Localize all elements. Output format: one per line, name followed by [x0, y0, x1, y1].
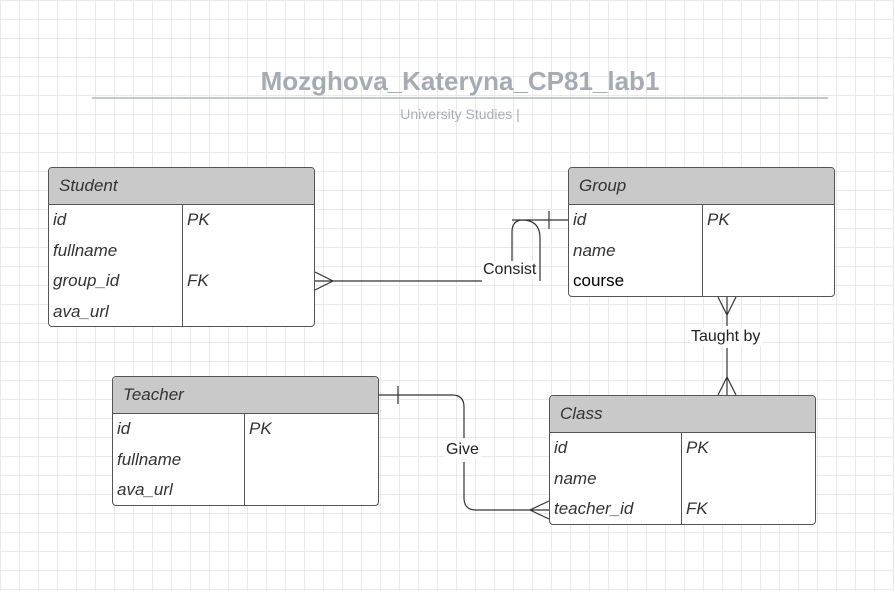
column-divider: [681, 433, 682, 524]
field-name: id: [117, 419, 131, 438]
consist-crowfoot-many: [314, 271, 335, 291]
field-key: FK: [187, 271, 209, 290]
field-row[interactable]: fullname: [113, 445, 378, 476]
field-name: group_id: [53, 271, 120, 290]
field-row[interactable]: id PK: [113, 414, 378, 445]
relationship-label-taught-by[interactable]: Taught by: [689, 328, 763, 346]
column-divider: [182, 205, 183, 326]
field-row[interactable]: id PK: [49, 205, 314, 236]
diagram-subtitle: University Studies |: [400, 106, 520, 122]
entity-group[interactable]: Group id PK name course: [568, 167, 835, 297]
relationship-label-consist[interactable]: Consist: [481, 261, 539, 279]
field-row[interactable]: id PK: [550, 433, 815, 464]
field-row[interactable]: group_id FK: [49, 266, 314, 297]
field-name: course: [573, 271, 625, 290]
field-key: FK: [686, 499, 708, 518]
field-name: fullname: [53, 240, 118, 260]
relationship-label-give[interactable]: Give: [444, 441, 481, 459]
field-name: id: [573, 210, 587, 229]
taught-by-crowfoot-top: [717, 296, 737, 317]
give-connector: [379, 394, 549, 511]
consist-connector: [315, 219, 568, 282]
diagram-title: Mozghova_Kateryna_CP81_lab1: [260, 66, 660, 96]
field-name: name: [554, 468, 597, 488]
entity-group-name: Group: [569, 168, 834, 205]
field-row[interactable]: name: [569, 236, 834, 267]
column-divider: [244, 414, 245, 505]
entity-teacher[interactable]: Teacher id PK fullname ava_url: [112, 376, 379, 506]
entity-student[interactable]: Student id PK fullname group_id FK ava_u…: [48, 167, 315, 327]
field-key: PK: [686, 438, 709, 457]
field-name: ava_url: [53, 301, 109, 321]
field-row[interactable]: ava_url: [49, 297, 314, 327]
field-key: PK: [249, 419, 272, 438]
field-row[interactable]: ava_url: [113, 475, 378, 505]
field-name: teacher_id: [554, 499, 634, 518]
entity-class-name: Class: [550, 396, 815, 433]
field-row[interactable]: course: [569, 266, 834, 296]
taught-by-crowfoot-bottom: [717, 375, 737, 396]
entity-class[interactable]: Class id PK name teacher_id FK: [549, 395, 816, 525]
field-name: name: [573, 240, 616, 260]
field-row[interactable]: teacher_id FK: [550, 494, 815, 524]
give-crowfoot-many: [528, 500, 550, 520]
field-row[interactable]: fullname: [49, 236, 314, 267]
field-name: id: [554, 438, 568, 457]
field-name: ava_url: [117, 480, 173, 499]
entity-student-name: Student: [49, 168, 314, 205]
field-name: fullname: [117, 449, 182, 469]
title-underline: [92, 97, 828, 99]
field-key: PK: [707, 210, 730, 229]
entity-teacher-name: Teacher: [113, 377, 378, 414]
field-key: PK: [187, 210, 210, 229]
field-name: id: [53, 210, 67, 229]
column-divider: [702, 205, 703, 296]
field-row[interactable]: id PK: [569, 205, 834, 236]
field-row[interactable]: name: [550, 464, 815, 495]
